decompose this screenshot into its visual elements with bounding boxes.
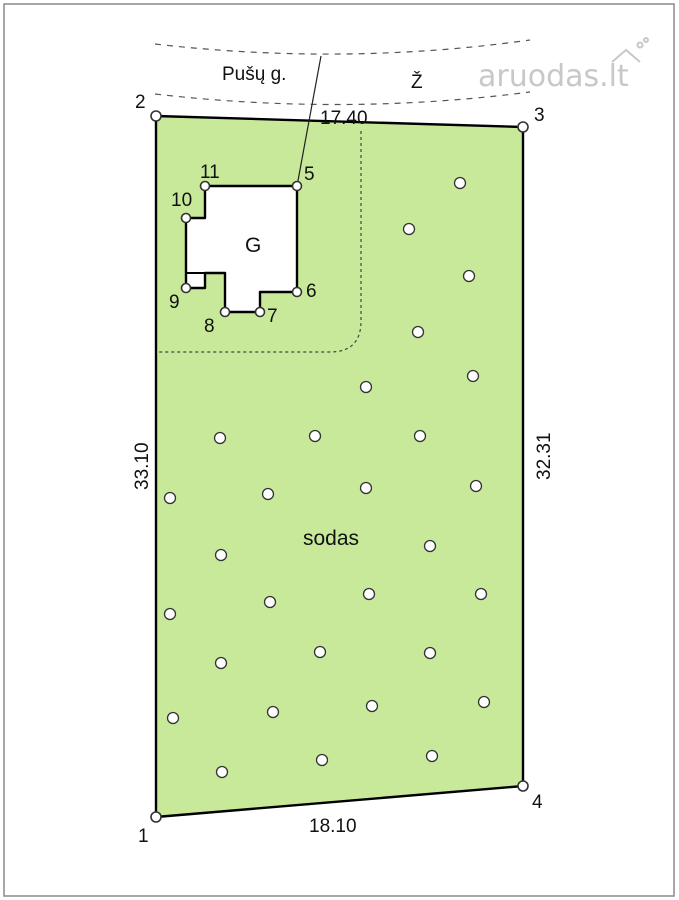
vertex-marker-5 xyxy=(291,180,303,192)
tree xyxy=(453,176,467,190)
tree xyxy=(359,380,373,394)
tree xyxy=(215,765,229,779)
corner-marker-1 xyxy=(150,811,162,823)
dimension-bottom: 18.10 xyxy=(309,816,357,837)
trees xyxy=(163,176,491,779)
tree xyxy=(425,749,439,763)
vertex-label-7: 7 xyxy=(267,306,278,327)
corner-label-2: 2 xyxy=(135,92,146,113)
tree xyxy=(423,539,437,553)
vertex-label-8: 8 xyxy=(204,316,215,337)
street-marker: Ž xyxy=(411,71,423,93)
tree xyxy=(213,431,227,445)
tree xyxy=(462,269,476,283)
vertex-marker-8 xyxy=(219,306,231,318)
vertex-marker-9 xyxy=(180,282,192,294)
tree xyxy=(413,429,427,443)
tree xyxy=(263,595,277,609)
tree xyxy=(214,548,228,562)
vertex-marker-7 xyxy=(254,306,266,318)
frame xyxy=(3,3,675,897)
tree xyxy=(261,487,275,501)
vertex-marker-10 xyxy=(180,212,192,224)
vertex-label-11: 11 xyxy=(200,162,220,183)
corner-label-3: 3 xyxy=(534,105,545,126)
tree xyxy=(315,753,329,767)
tree xyxy=(163,491,177,505)
vertex-label-10: 10 xyxy=(171,190,192,211)
dimension-left: 33.10 xyxy=(132,442,153,490)
plot-label: sodas xyxy=(303,527,359,550)
tree xyxy=(359,481,373,495)
tree xyxy=(477,695,491,709)
tree xyxy=(411,325,425,339)
tree xyxy=(266,705,280,719)
vertex-label-9: 9 xyxy=(169,292,180,313)
tree xyxy=(402,222,416,236)
tree xyxy=(163,607,177,621)
corner-label-4: 4 xyxy=(532,792,543,813)
tree xyxy=(423,646,437,660)
street-edge-bottom xyxy=(154,91,531,106)
street-edge-top xyxy=(154,39,531,55)
corner-marker-2 xyxy=(150,110,162,122)
street-name: Pušų g. xyxy=(222,64,286,85)
tree xyxy=(308,429,322,443)
vertex-label-6: 6 xyxy=(306,281,317,302)
dimension-right: 32.31 xyxy=(534,432,555,480)
tree xyxy=(469,479,483,493)
tree xyxy=(474,587,488,601)
corner-marker-4 xyxy=(517,780,529,792)
corner-marker-3 xyxy=(517,121,529,133)
tree xyxy=(362,587,376,601)
watermark: aruodas.lt xyxy=(478,59,629,94)
tree xyxy=(214,656,228,670)
vertex-marker-11 xyxy=(199,180,211,192)
tree xyxy=(466,369,480,383)
building-label: G xyxy=(245,234,261,257)
dimension-top: 17.40 xyxy=(320,108,368,129)
tree xyxy=(365,699,379,713)
tree xyxy=(313,645,327,659)
leader-line xyxy=(296,55,322,187)
vertex-marker-6 xyxy=(291,286,303,298)
vertex-label-5: 5 xyxy=(304,164,315,185)
watermark-house-icon xyxy=(611,37,649,63)
corner-label-1: 1 xyxy=(138,826,149,847)
tree xyxy=(166,711,180,725)
